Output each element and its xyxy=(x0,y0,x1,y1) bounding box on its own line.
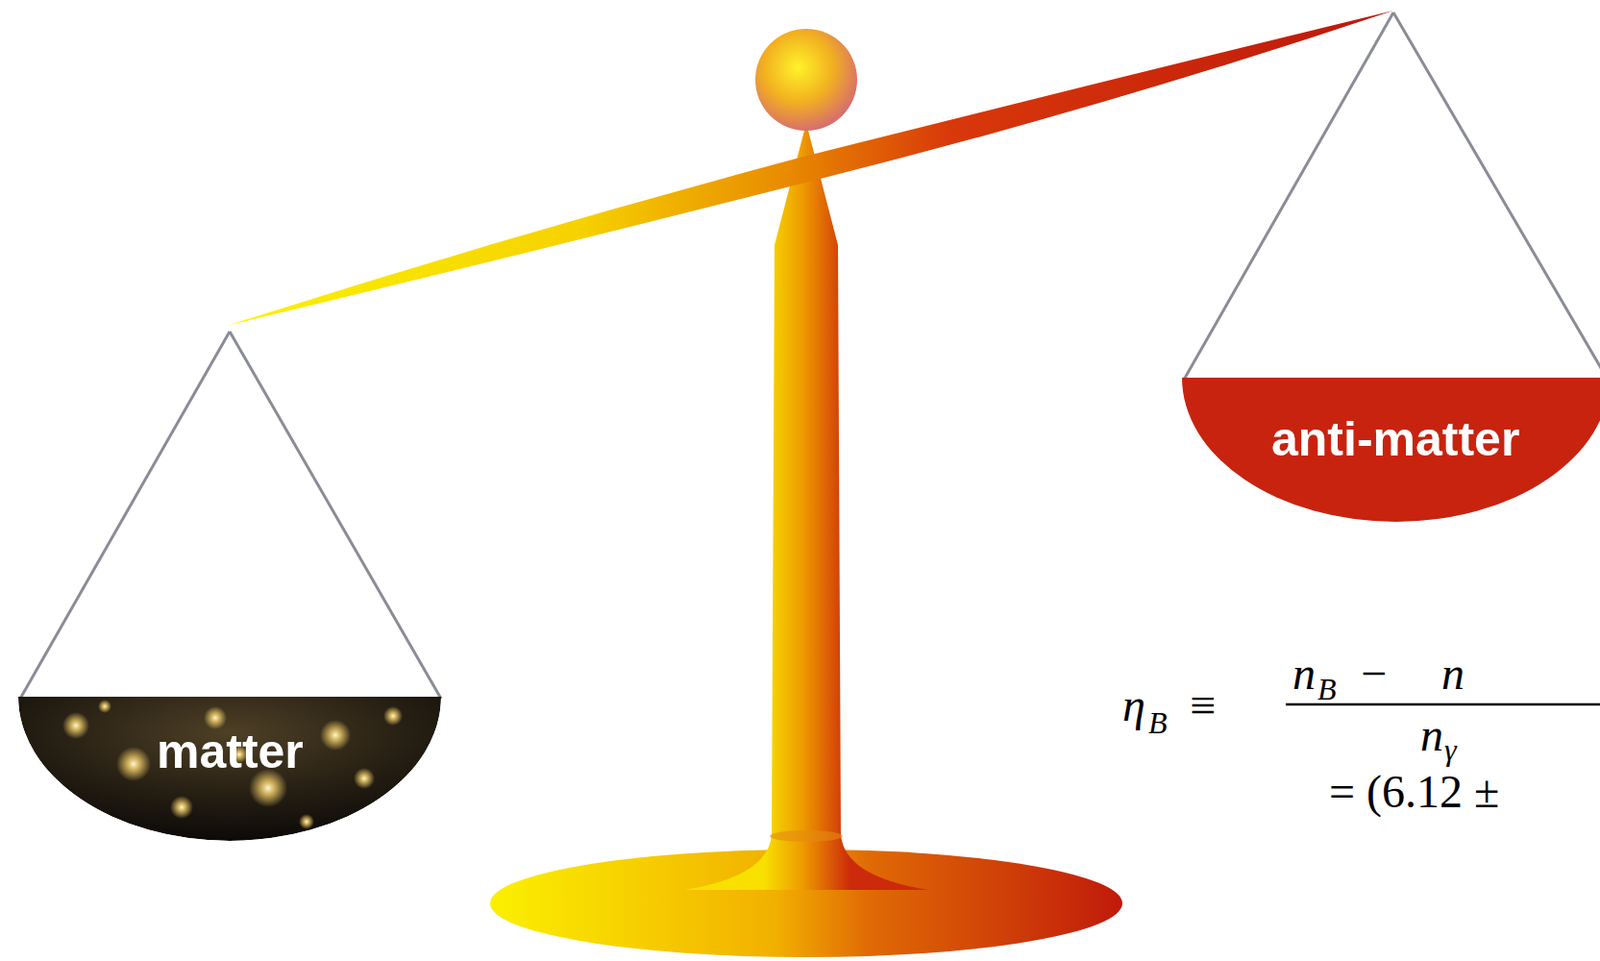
math-operator: ≡ xyxy=(1189,682,1216,729)
math-subscript: B xyxy=(1317,673,1337,705)
math-subscript: B xyxy=(1148,707,1168,739)
post-collar xyxy=(769,830,843,842)
math-symbol: n xyxy=(1420,712,1444,759)
math-value: = (6.12 ± xyxy=(1329,768,1500,815)
math-symbol: n xyxy=(1292,650,1316,697)
scale-post xyxy=(684,123,929,890)
math-symbol: η xyxy=(1122,682,1146,729)
pan-label: anti-matter xyxy=(1271,413,1520,467)
anti-matter-pan: anti-matter xyxy=(1181,377,1600,522)
math-subscript: γ xyxy=(1444,734,1457,765)
math-symbol: n xyxy=(1441,650,1465,697)
pan-label: matter xyxy=(156,725,304,779)
matter-pan: matter xyxy=(18,696,442,841)
pivot-ball xyxy=(755,28,858,131)
scale-beam xyxy=(229,10,1394,325)
math-operator: − xyxy=(1360,650,1387,697)
